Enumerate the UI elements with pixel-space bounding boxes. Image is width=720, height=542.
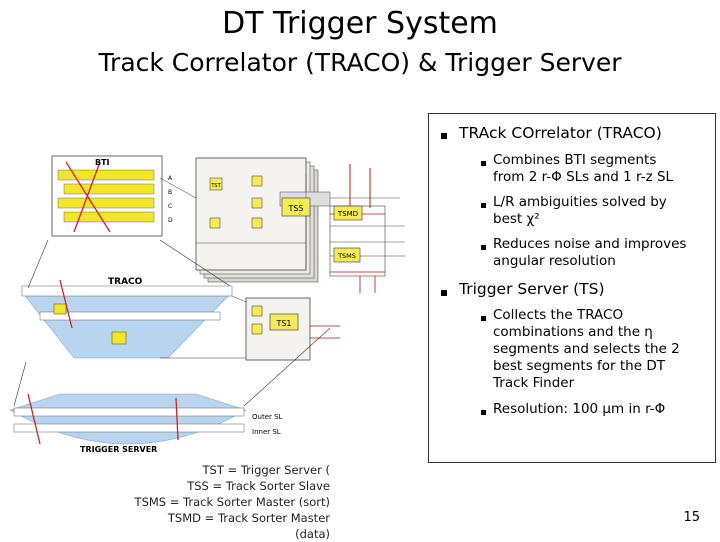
tsms-box: TSMS <box>333 247 361 263</box>
bti-row-c: C <box>168 203 172 210</box>
traco-item-1-line-2: from 2 r-Φ SLs and 1 r-z SL <box>493 169 674 185</box>
connection-lines <box>13 177 331 407</box>
legend-tsmd: TSMD = Track Sorter Master (data) <box>167 511 330 541</box>
bullet-marker <box>481 203 486 208</box>
outer-sl-label: Outer SL <box>252 413 283 421</box>
traco-item-2-line-1: L/R ambiguities solved by <box>493 194 667 210</box>
bullet-marker <box>441 133 447 139</box>
trigger-server-label: TRIGGER SERVER <box>80 445 157 454</box>
ts-item-1-line-4: best segments for the DT <box>493 358 665 374</box>
traco-item-2-line-2: best χ² <box>493 211 540 227</box>
bullet-text-box: TRAck COrrelator (TRACO) Combines BTI se… <box>428 113 716 463</box>
ts1-label: TS1 <box>275 319 291 328</box>
traco-item-1: Combines BTI segments from 2 r-Φ SLs and… <box>493 152 673 186</box>
trigger-server-fan: Outer SL Inner SL TRIGGER SERVER <box>9 393 283 454</box>
slide-subtitle: Track Correlator (TRACO) & Trigger Serve… <box>98 48 622 77</box>
traco-label: TRACO <box>108 277 143 287</box>
ts-item-2: Resolution: 100 μm in r-Φ <box>493 401 665 418</box>
ts-item-1-line-5: Track Finder <box>493 375 575 391</box>
bullet-marker <box>441 290 447 296</box>
tst-box: TST <box>209 175 263 229</box>
tsmd-box: TSMD <box>333 205 363 221</box>
legend-tst: TST = Trigger Server ( <box>202 463 330 477</box>
bti-row-d: D <box>168 217 173 224</box>
abbreviation-legend: TST = Trigger Server ( TSS = Track Sorte… <box>130 462 330 542</box>
bti-row-a: A <box>168 175 173 182</box>
bti-label: BTI <box>95 158 110 167</box>
slide-title: DT Trigger System <box>222 6 498 41</box>
traco-item-3-line-1: Reduces noise and improves <box>493 236 687 252</box>
traco-item-3-line-2: angular resolution <box>493 253 616 269</box>
bti-row-b: B <box>168 189 172 196</box>
ts-item-2-line-1: Resolution: 100 μm in r-Φ <box>493 401 666 417</box>
traco-heading: TRAck COrrelator (TRACO) <box>459 124 662 142</box>
trigger-system-diagram: TSS TSMD TSMS TST TS1 BTI A B <box>9 155 405 454</box>
traco-item-1-line-1: Combines BTI segments <box>493 152 657 168</box>
tsms-label: TSMS <box>337 252 356 260</box>
ts-item-1-line-1: Collects the TRACO <box>493 307 624 323</box>
inner-sl-label: Inner SL <box>252 428 281 436</box>
ts-item-1-line-3: segments and selects the 2 <box>493 341 680 357</box>
traco-fan: TRACO <box>21 277 233 359</box>
tss-label: TSS <box>287 204 303 213</box>
bti-block: BTI A B C D <box>51 155 173 237</box>
bullet-marker <box>481 245 486 250</box>
bullet-marker <box>481 410 486 415</box>
traco-item-2: L/R ambiguities solved by best χ² <box>493 194 667 228</box>
legend-tsms: TSMS = Track Sorter Master (sort) <box>134 495 330 509</box>
bullet-marker <box>481 161 486 166</box>
ts-heading: Trigger Server (TS) <box>459 280 605 298</box>
legend-tss: TSS = Track Sorter Slave <box>187 479 330 493</box>
bullet-marker <box>481 316 486 321</box>
tss-box: TSS <box>281 197 311 217</box>
ts-item-1-line-2: combinations and the η <box>493 324 653 340</box>
page-number: 15 <box>683 510 700 525</box>
traco-item-3: Reduces noise and improves angular resol… <box>493 236 686 270</box>
tsmd-label: TSMD <box>337 210 358 218</box>
tst-label: TST <box>210 183 221 189</box>
trigger-boards <box>195 157 405 293</box>
ts-item-1: Collects the TRACO combinations and the … <box>493 307 680 392</box>
lower-board: TS1 <box>245 297 340 361</box>
